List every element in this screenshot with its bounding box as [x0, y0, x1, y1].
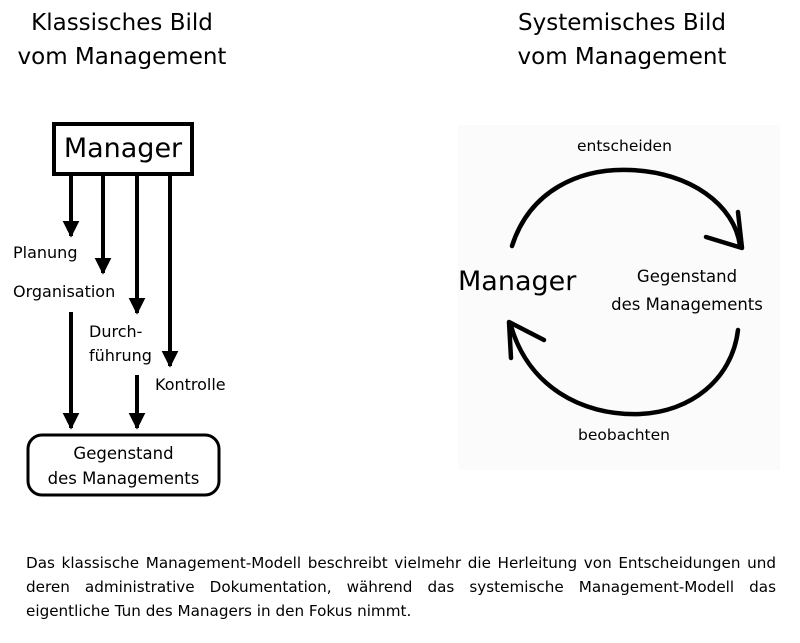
- label-planung: Planung: [13, 243, 78, 262]
- classic-manager-label: Manager: [63, 133, 183, 164]
- systemic-title: Systemisches Bild vom Management: [492, 6, 752, 74]
- caption-text: Das klassische Management-Modell beschre…: [26, 554, 776, 620]
- arrowhead-beobachten: [506, 319, 547, 361]
- arrowhead-entscheiden: [703, 209, 745, 251]
- label-durchfuehrung-1: Durch-: [89, 322, 143, 341]
- systemic-title-line2: vom Management: [517, 44, 727, 70]
- classic-title: Klassisches Bild vom Management: [0, 6, 252, 74]
- systemic-target-line1: Gegenstand: [636, 267, 738, 286]
- label-kontrolle: Kontrolle: [155, 375, 226, 394]
- classic-target-box: [26, 433, 221, 497]
- systemic-target-label: Gegenstand des Managements: [598, 263, 776, 319]
- label-organisation: Organisation: [13, 282, 116, 301]
- systemic-title-line1: Systemisches Bild: [518, 10, 726, 36]
- arrow-entscheiden: [509, 167, 743, 249]
- classic-title-line1: Klassisches Bild: [31, 10, 213, 36]
- classic-manager-box: [52, 122, 194, 176]
- classic-title-line2: vom Management: [17, 44, 227, 70]
- classic-target-label: Gegenstand des Managements: [28, 441, 219, 491]
- systemic-target-line2: des Managements: [611, 295, 763, 314]
- classic-target-line1: Gegenstand: [73, 444, 174, 463]
- label-entscheiden: entscheiden: [577, 137, 672, 155]
- label-durchfuehrung-2: führung: [89, 346, 152, 365]
- systemic-manager-label: Manager: [458, 266, 577, 297]
- arrow-beobachten: [508, 323, 741, 417]
- label-beobachten: beobachten: [578, 426, 670, 444]
- classic-target-line2: des Managements: [47, 469, 200, 488]
